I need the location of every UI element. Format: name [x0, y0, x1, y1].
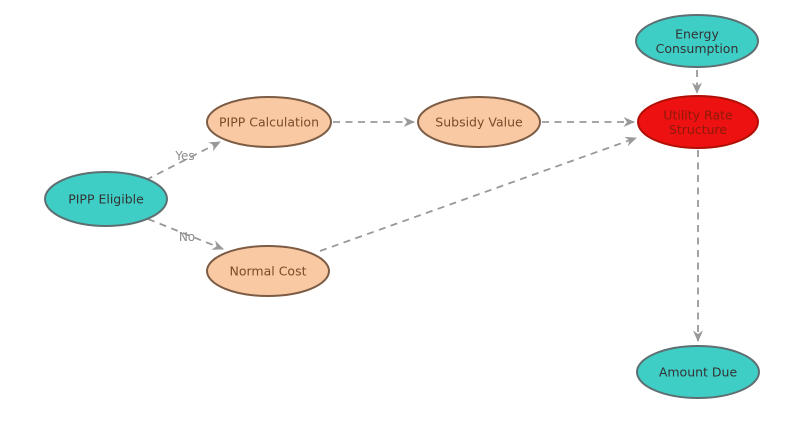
edge-eligible-to-normal [147, 218, 224, 250]
node-pipp-calculation: PIPP Calculation [206, 96, 332, 148]
nodes-layer: PIPP Eligible PIPP Calculation Subsidy Val… [44, 14, 760, 399]
node-pipp-eligible-shape [44, 171, 168, 227]
edge-eligible-to-calculation [145, 141, 221, 181]
edge-eligible-to-calculation-label: Yes [174, 149, 194, 163]
node-pipp-eligible: PIPP Eligible [44, 171, 168, 227]
node-normal-cost: Normal Cost [206, 245, 330, 297]
edge-eligible-to-normal-label: No [179, 230, 195, 244]
node-amount-due-shape [636, 345, 760, 399]
node-pipp-calculation-shape [206, 96, 332, 148]
node-amount-due: Amount Due [636, 345, 760, 399]
node-subsidy-value: Subsidy Value [417, 96, 541, 148]
node-utility-rate-structure-shape [637, 95, 759, 149]
node-subsidy-value-shape [417, 96, 541, 148]
node-normal-cost-shape [206, 245, 330, 297]
node-energy-consumption-shape [635, 14, 759, 68]
edge-normal-to-utility [319, 136, 637, 252]
